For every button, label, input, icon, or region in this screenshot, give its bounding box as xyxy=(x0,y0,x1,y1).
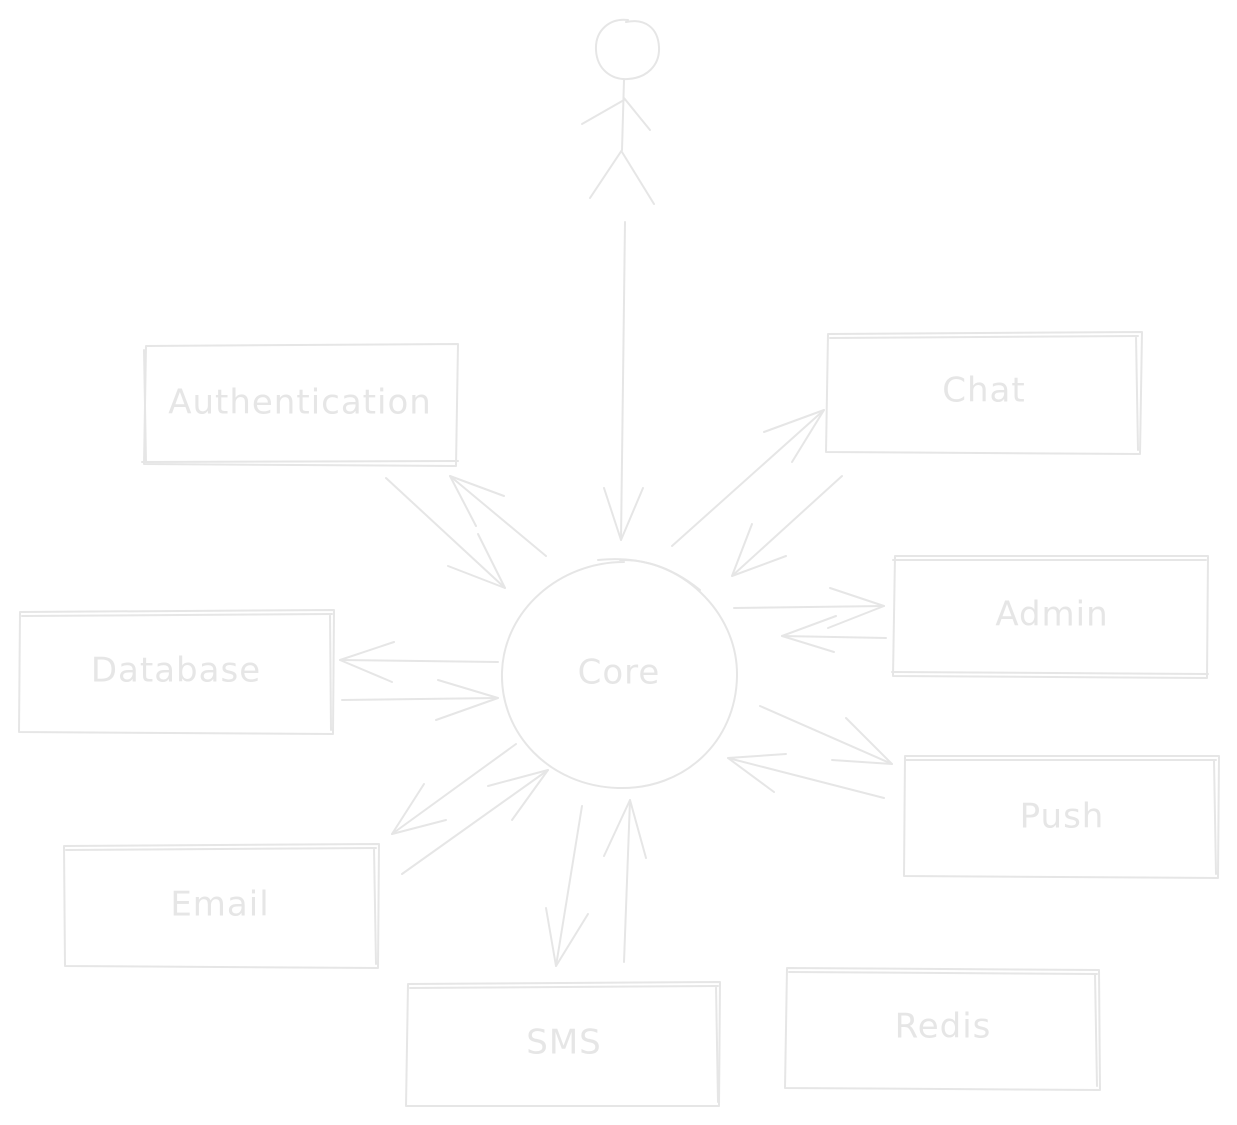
arrow-core-to-sms xyxy=(545,805,589,967)
admin-box xyxy=(892,555,1209,679)
admin-label: Admin xyxy=(995,595,1108,635)
sms-label: SMS xyxy=(526,1023,602,1063)
arrow-core-to-chat xyxy=(671,409,825,547)
redis-node: Redis xyxy=(784,967,1101,1091)
arrow-core-to-authentication xyxy=(449,475,547,557)
email-node: Email xyxy=(63,843,380,969)
database-node: Database xyxy=(18,609,335,735)
arrow-actor-to-core xyxy=(603,221,644,541)
chat-box xyxy=(825,331,1143,455)
push-node: Push xyxy=(903,755,1220,879)
arrow-core-to-email xyxy=(391,743,517,835)
arrow-authentication-to-core xyxy=(385,477,506,589)
sms-box xyxy=(405,981,721,1107)
push-label: Push xyxy=(1020,797,1105,837)
database-label: Database xyxy=(91,651,261,691)
arrow-push-to-core xyxy=(727,753,885,799)
redis-box xyxy=(784,967,1101,1091)
arrow-sms-to-core xyxy=(603,799,647,963)
push-box xyxy=(903,755,1220,879)
email-label: Email xyxy=(170,885,269,925)
arrow-chat-to-core xyxy=(731,475,843,577)
arrow-core-to-admin xyxy=(733,587,885,629)
arrow-core-to-push xyxy=(759,705,893,765)
arrow-core-to-database xyxy=(339,641,499,683)
sms-node: SMS xyxy=(405,981,721,1107)
arrow-database-to-core xyxy=(341,679,499,721)
admin-node: Admin xyxy=(891,555,1209,679)
arrow-admin-to-core xyxy=(781,615,887,653)
core-node: Core xyxy=(500,558,739,790)
authentication-node: Authentication xyxy=(141,343,459,467)
authentication-label: Authentication xyxy=(168,383,432,423)
chat-label: Chat xyxy=(942,371,1025,411)
email-box xyxy=(63,843,380,969)
arrow-email-to-core xyxy=(401,769,549,875)
redis-label: Redis xyxy=(895,1007,992,1047)
core-label: Core xyxy=(578,653,661,693)
core-circle xyxy=(500,558,739,790)
database-box xyxy=(18,609,335,735)
stick-figure-user-icon xyxy=(581,18,661,205)
chat-node: Chat xyxy=(825,331,1143,455)
